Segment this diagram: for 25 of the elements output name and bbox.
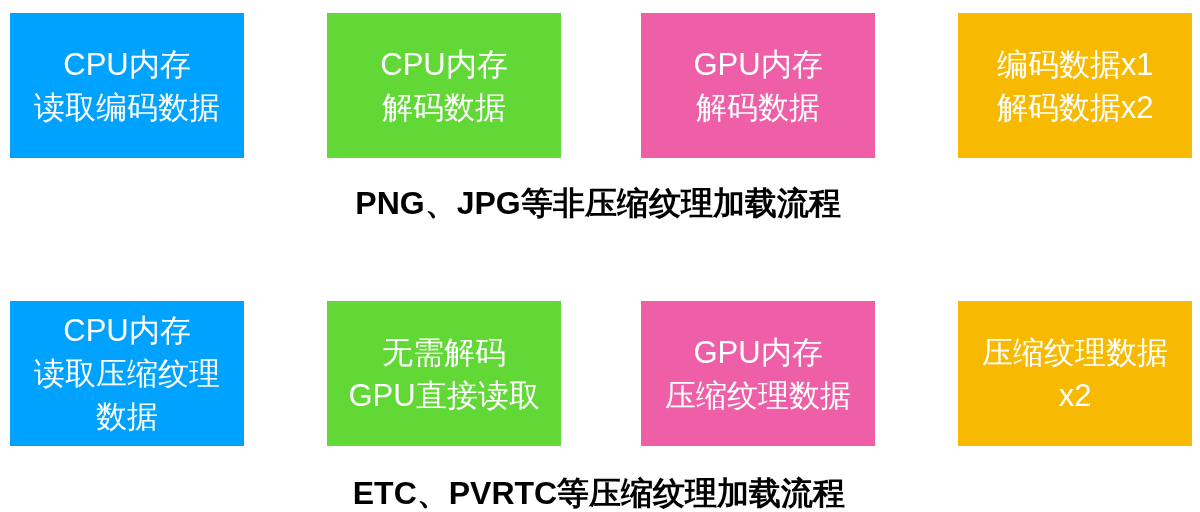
step-box <box>10 301 244 446</box>
box-label: 读取压缩纹理数据 <box>33 355 221 436</box>
box-label: 压缩纹理数据x2 <box>981 333 1169 415</box>
box-label: CPU内存 <box>63 45 191 84</box>
box-label: 编码数据x1 <box>996 45 1154 84</box>
box-label: 解码数据 <box>382 88 506 127</box>
step-box <box>327 301 561 446</box>
box-label: 压缩纹理数据 <box>665 376 851 415</box>
row-caption: PNG、JPG等非压缩纹理加载流程 <box>355 185 841 221</box>
row-caption: ETC、PVRTC等压缩纹理加载流程 <box>352 475 846 511</box>
step-box <box>10 13 244 158</box>
box-label: 解码数据 <box>696 88 820 127</box>
step-box <box>641 301 875 446</box>
box-label: GPU内存 <box>693 333 823 372</box>
step-box <box>641 13 875 158</box>
step-box <box>958 301 1192 446</box>
box-label: 无需解码 <box>382 333 506 372</box>
box-label: GPU内存 <box>693 45 823 84</box>
step-box <box>958 13 1192 158</box>
box-label: CPU内存 <box>380 45 508 84</box>
box-label: GPU直接读取 <box>348 376 540 415</box>
step-box <box>327 13 561 158</box>
box-label: 读取编码数据 <box>34 88 220 127</box>
box-label: 解码数据x2 <box>996 88 1154 127</box>
box-label: CPU内存 <box>63 312 191 350</box>
